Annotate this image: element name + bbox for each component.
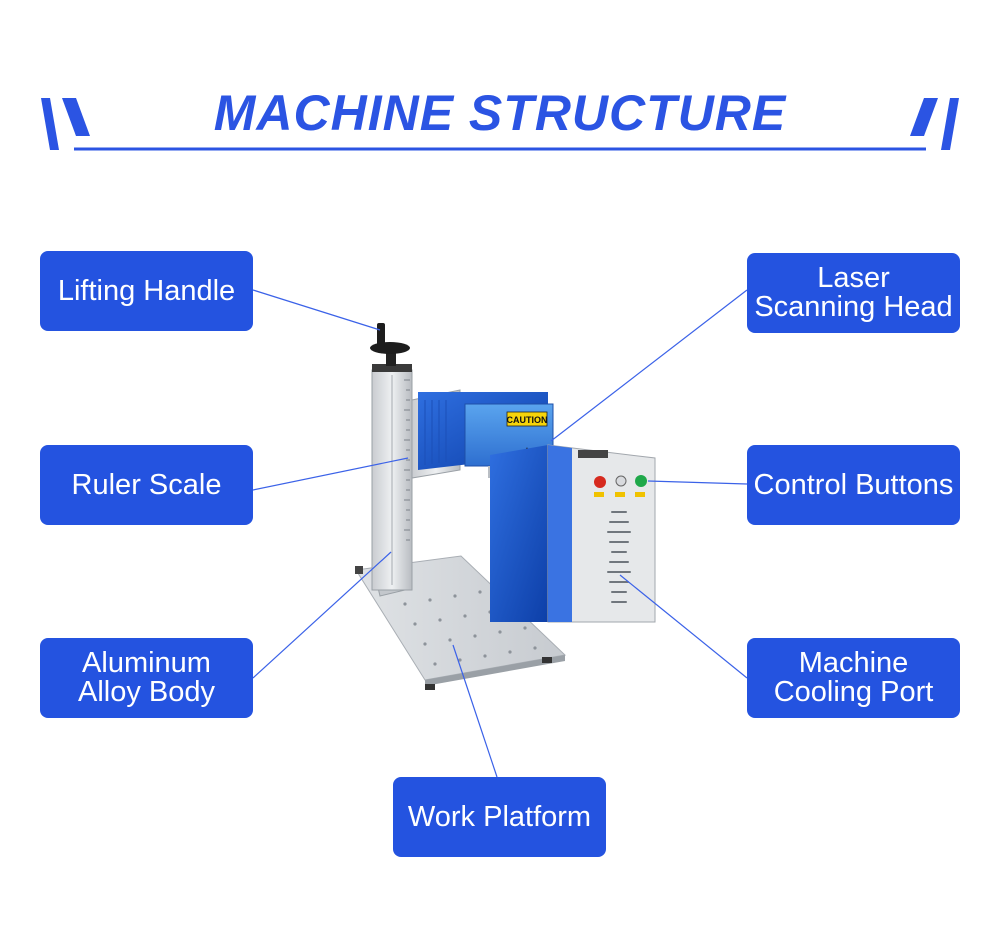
ruler-scale-ticks [404,379,410,541]
left-slash-mark [41,98,59,150]
leader-control-buttons [647,480,748,485]
caution-label: CAUTION [507,415,548,425]
leader-scanning-head [550,289,748,442]
label-line: Control Buttons [753,468,954,501]
label-work-platform: Work Platform [393,777,606,857]
cooling-vent-slots [607,511,631,603]
label-line: Work Platform [407,800,592,833]
label-ruler-scale: Ruler Scale [40,445,253,525]
right-slash-mark [941,98,959,150]
green-button-icon [635,475,647,487]
left-slash-mark [62,98,90,136]
label-line: Aluminum [82,647,211,679]
label-laser-scanning-head: Laser Scanning Head [747,253,960,333]
controller-cabinet [490,444,656,623]
control-buttons-cluster [594,475,647,497]
leader-cooling-port [619,574,748,679]
label-line: Lifting Handle [57,274,236,307]
key-switch-icon [615,475,627,487]
aluminum-column [371,364,413,591]
label-aluminum-alloy-body: Aluminum Alloy Body [40,638,253,718]
label-line: Alloy Body [77,676,215,708]
right-slash-mark [910,98,938,136]
label-lifting-handle: Lifting Handle [40,251,253,331]
leader-ruler-scale [252,457,409,491]
label-line: Laser [817,262,890,294]
leader-aluminum-body [252,551,392,679]
page-title: MACHINE STRUCTURE [213,85,787,141]
leader-work-platform [452,644,498,778]
lifting-handle-knob [370,323,410,366]
leader-lifting-handle [252,289,381,331]
label-line: Scanning Head [754,291,953,323]
red-button-icon [594,476,606,488]
label-line: Machine [798,647,909,679]
leader-lines [252,289,748,778]
label-control-buttons: Control Buttons [747,445,960,525]
label-line: Ruler Scale [71,468,222,501]
label-line: Cooling Port [773,676,934,708]
label-machine-cooling-port: Machine Cooling Port [747,638,960,718]
